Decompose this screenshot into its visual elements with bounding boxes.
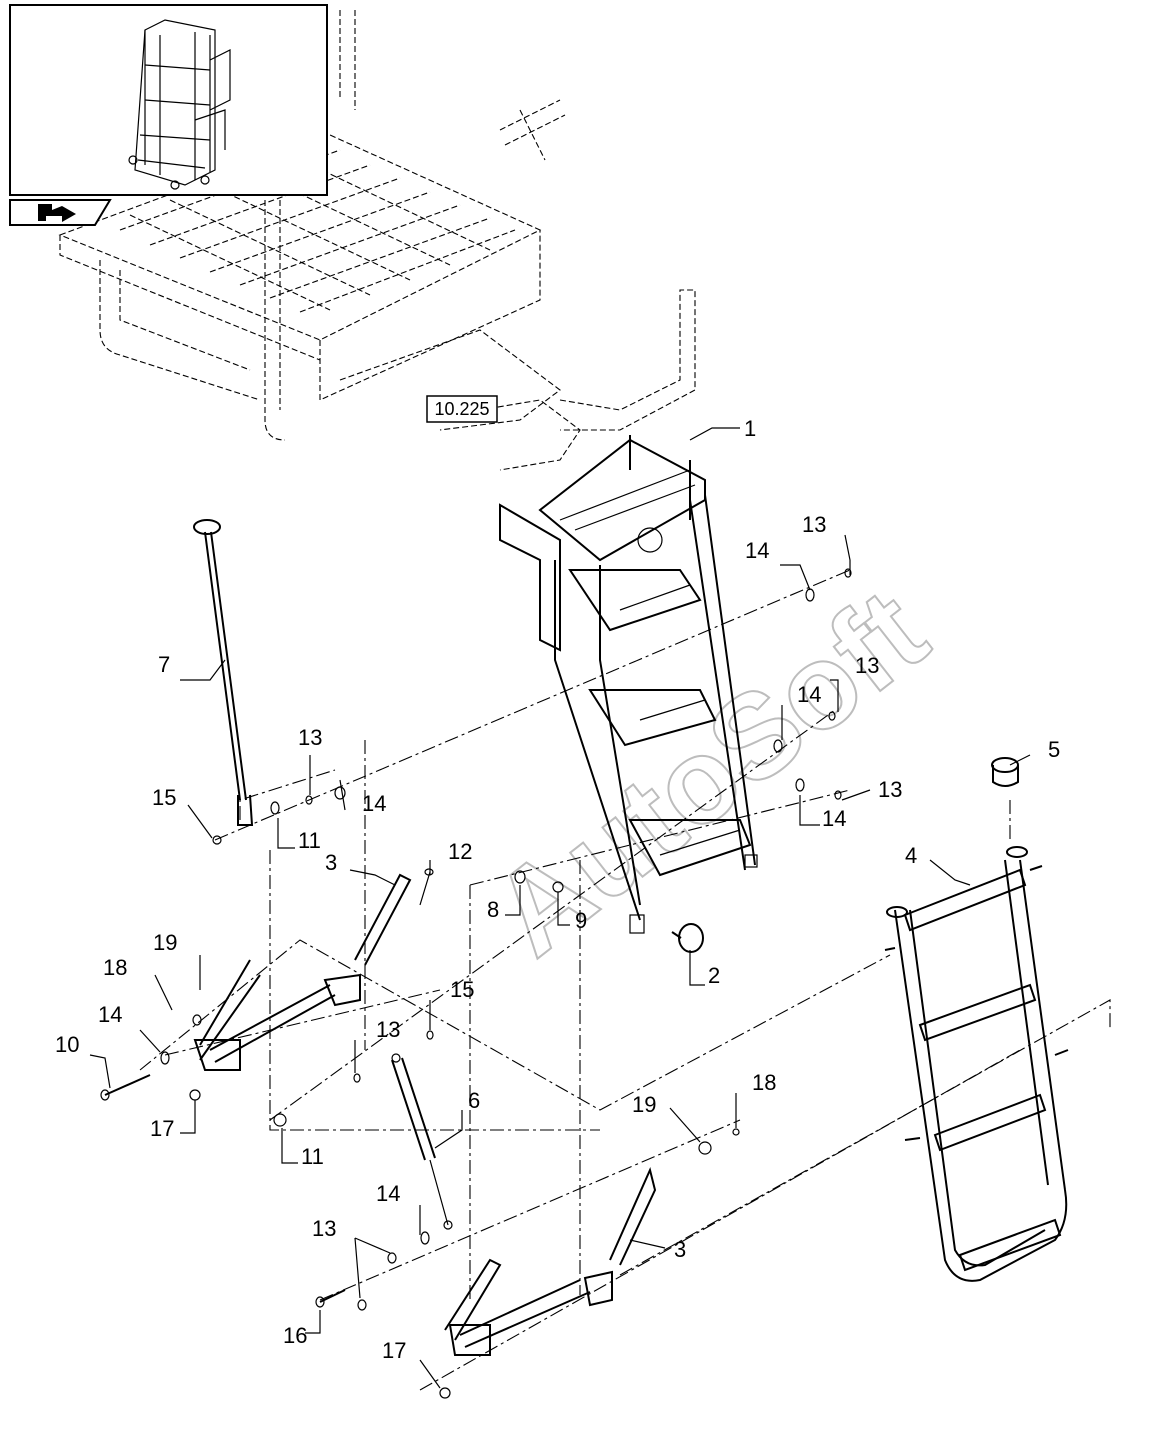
callout-4: 4 (905, 843, 917, 868)
callout-labels: 1 2 3 3 4 5 6 7 8 9 10 11 11 12 13 13 13… (55, 416, 1060, 1363)
reference-label: 10.225 (434, 399, 489, 419)
callout-14-e: 14 (98, 1002, 122, 1027)
callout-13-c: 13 (878, 777, 902, 802)
callout-9: 9 (575, 908, 587, 933)
callout-15-b: 15 (450, 977, 474, 1002)
callout-17-a: 17 (150, 1116, 174, 1141)
part-6-gas-strut[interactable] (391, 1053, 453, 1230)
callout-18-b: 18 (752, 1070, 776, 1095)
part-1-main-ladder[interactable] (499, 435, 758, 934)
callout-12: 12 (448, 839, 472, 864)
leader-lines (89, 427, 1031, 1389)
part-4-extension-ladder[interactable] (884, 846, 1069, 1282)
part-3-lower-bracket[interactable] (444, 1166, 657, 1356)
callout-19-a: 19 (153, 930, 177, 955)
reference-box[interactable]: 10.225 (426, 395, 498, 423)
callout-14-d: 14 (362, 791, 386, 816)
callout-14-a: 14 (745, 538, 769, 563)
callout-2: 2 (708, 963, 720, 988)
callout-16: 16 (283, 1323, 307, 1348)
callout-8: 8 (487, 897, 499, 922)
callout-19-b: 19 (632, 1092, 656, 1117)
callout-14-b: 14 (797, 682, 821, 707)
callout-15-a: 15 (152, 785, 176, 810)
part-7-rod[interactable] (193, 519, 254, 826)
callout-13-f: 13 (312, 1216, 336, 1241)
callout-13-b: 13 (855, 653, 879, 678)
callout-10: 10 (55, 1032, 79, 1057)
part-2-knob[interactable] (671, 923, 704, 953)
callout-11-lower: 11 (301, 1144, 324, 1169)
callout-1: 1 (744, 416, 756, 441)
machine-frame-background (58, 10, 696, 471)
callout-13-d: 13 (298, 725, 322, 750)
assembly-lines (139, 569, 1111, 1391)
callout-3-lower: 3 (674, 1237, 686, 1262)
part-3-upper-bracket[interactable] (193, 873, 412, 1071)
callout-7: 7 (158, 652, 170, 677)
ladder-assembly-thumbnail-icon (128, 19, 231, 190)
callout-13-e: 13 (376, 1017, 400, 1042)
callout-14-c: 14 (822, 806, 846, 831)
hardware-fasteners (100, 568, 852, 1399)
thumbnail-panel (9, 4, 328, 226)
callout-13-a: 13 (802, 512, 826, 537)
part-5-cap[interactable] (991, 757, 1019, 787)
callout-18-a: 18 (103, 955, 127, 980)
callout-17-b: 17 (382, 1338, 406, 1363)
arrow-navigation-icon[interactable] (38, 204, 76, 222)
callout-14-f: 14 (376, 1181, 400, 1206)
callout-6: 6 (468, 1088, 480, 1113)
callout-3-upper: 3 (325, 850, 337, 875)
callout-11-upper: 11 (298, 828, 321, 853)
callout-5: 5 (1048, 737, 1060, 762)
